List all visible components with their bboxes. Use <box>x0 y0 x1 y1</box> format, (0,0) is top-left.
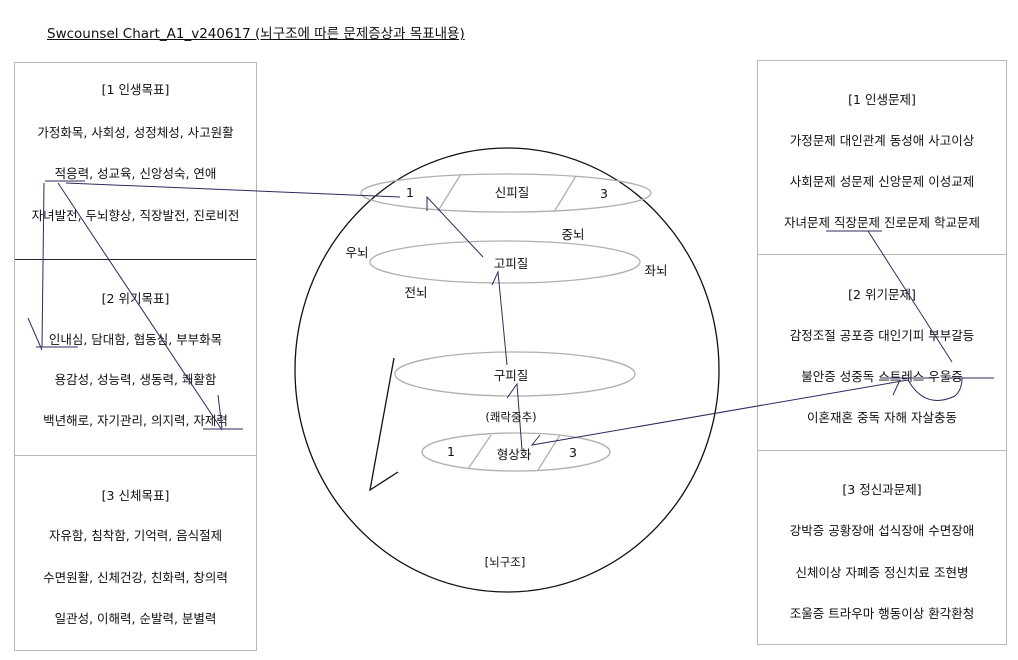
neocortex-left-number: 1 <box>406 185 414 200</box>
goal-section-body: [3 신체목표] 자유함, 침착함, 기억력, 음식절제 수면원활, 신체건강,… <box>15 456 256 651</box>
problem-line: 이혼재혼 중독 자해 자살충동 <box>807 410 957 425</box>
neocortex-label: 신피질 <box>494 185 530 200</box>
neocortex-right-number: 3 <box>600 186 608 201</box>
brain-structure-label: [뇌구조] <box>484 555 526 569</box>
link-line <box>27 317 43 351</box>
problem-line: 불안증 성중독 스트레스 우울증 <box>801 369 963 384</box>
divider <box>437 173 462 212</box>
problem-line: 강박증 공황장애 섭식장애 수면장애 <box>789 523 975 538</box>
midbrain-label: 중뇌 <box>561 227 585 242</box>
divider <box>467 434 492 470</box>
link-line <box>491 270 508 366</box>
link-line <box>867 230 953 363</box>
archicortex-label: 구피질 <box>493 368 529 383</box>
link-arc <box>907 377 963 401</box>
section-heading: [2 위기문제] <box>848 287 916 302</box>
problem-section-psychiatric: [3 정신과문제] 강박증 공황장애 섭식장애 수면장애 신체이상 자폐증 정신… <box>758 451 1006 645</box>
forebrain-label: 전뇌 <box>404 285 428 300</box>
section-heading: [1 인생목표] <box>101 82 170 97</box>
problem-line: 감정조절 공포증 대인기피 부부갈등 <box>789 328 975 343</box>
paleocortex-ellipse <box>369 240 641 284</box>
problem-line: 가정문제 대인관계 동성애 사고이상 <box>789 133 975 148</box>
goal-line: 자녀발전, 두뇌향상, 직장발전, 진로비전 <box>31 208 240 223</box>
brain-outline <box>294 147 720 593</box>
pointer-mark <box>369 357 399 492</box>
imagery-ellipse <box>421 432 611 472</box>
goal-line: 자유함, 침착함, 기억력, 음식절제 <box>48 528 223 543</box>
problem-line: 자녀문제 직장문제 진로문제 학교문제 <box>784 215 980 230</box>
link-line <box>217 394 223 429</box>
link-line <box>506 382 523 451</box>
imagery-left-number: 1 <box>447 444 455 459</box>
goal-line: 적응력, 성교육, 신앙성숙, 연애 <box>54 166 217 181</box>
goal-line: 수면원활, 신체건강, 친화력, 창의력 <box>43 570 228 585</box>
imagery-right-number: 3 <box>569 445 577 460</box>
goal-line: 인내심, 담대함, 협동심, 부부화목 <box>48 332 223 347</box>
link-line <box>530 379 909 446</box>
goal-section-life: [1 인생목표] 가정화목, 사회성, 성정체성, 사고원활 적응력, 성교육,… <box>15 63 256 260</box>
goal-line: 가정화목, 사회성, 성정체성, 사고원활 <box>37 125 234 140</box>
link-line <box>57 182 223 431</box>
goal-line: 백년해로, 자기관리, 의지력, 자제력 <box>43 413 228 428</box>
link-line <box>65 182 401 198</box>
right-brain-label: 우뇌 <box>345 245 369 260</box>
problem-section-life: [1 인생문제] 가정문제 대인관계 동성애 사고이상 사회문제 성문제 신앙문… <box>758 61 1006 255</box>
goal-line: 일관성, 이해력, 순발력, 분별력 <box>54 611 217 626</box>
neocortex-ellipse <box>360 173 652 213</box>
goal-section-crisis: [2 위기목표] 인내심, 담대함, 협동심, 부부화목 용감성, 성능력, 생… <box>15 259 256 456</box>
paleocortex-label: 고피질 <box>493 256 529 271</box>
goal-line: 용감성, 성능력, 생동력, 쾌활함 <box>54 372 217 387</box>
link-line <box>426 195 484 258</box>
pleasure-center-label: (쾌락중추) <box>485 410 537 424</box>
left-brain-label: 좌뇌 <box>644 263 668 278</box>
problem-section-crisis: [2 위기문제] 감정조절 공포증 대인기피 부부갈등 불안증 성중독 스트레스… <box>758 255 1006 451</box>
section-heading: [2 위기목표] <box>101 291 170 306</box>
section-heading: [3 정신과문제] <box>842 482 922 497</box>
problem-line: 신체이상 자폐증 정신치료 조현병 <box>795 565 969 580</box>
problems-panel: [1 인생문제] 가정문제 대인관계 동성애 사고이상 사회문제 성문제 신앙문… <box>757 60 1007 645</box>
section-heading: [1 인생문제] <box>848 92 916 107</box>
link-line <box>41 182 45 348</box>
imagery-label: 형상화 <box>496 447 532 462</box>
link-line <box>892 379 901 396</box>
divider <box>553 175 577 213</box>
problem-line: 조울증 트라우마 행동이상 환각환청 <box>789 606 975 621</box>
archicortex-ellipse <box>394 351 636 397</box>
goals-panel: [1 인생목표] 가정화목, 사회성, 성정체성, 사고원활 적응력, 성교육,… <box>14 62 257 651</box>
problem-line: 사회문제 성문제 신앙문제 이성교제 <box>789 174 975 189</box>
chart-title: Swcounsel Chart_A1_v240617 (뇌구조에 따른 문제증상… <box>47 26 465 42</box>
section-heading: [3 신체목표] <box>101 488 170 503</box>
